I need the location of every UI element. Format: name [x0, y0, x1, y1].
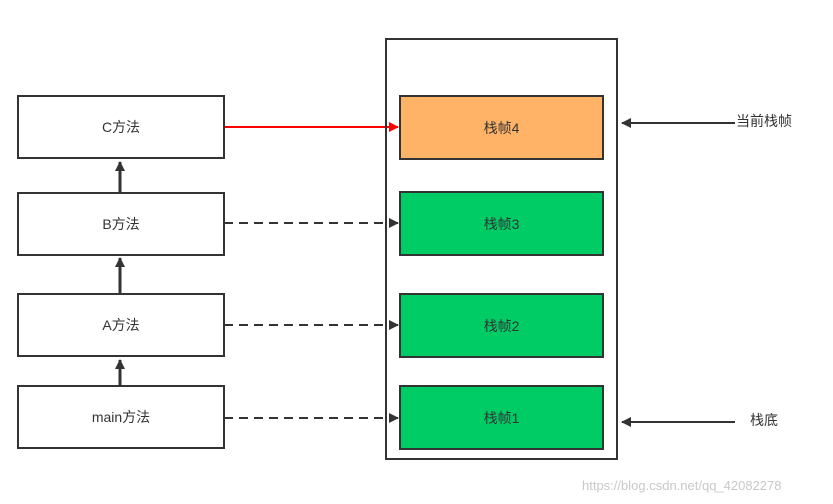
- method-box-c: C方法: [17, 95, 225, 159]
- method-label-a: A方法: [102, 317, 140, 333]
- method-box-b: B方法: [17, 192, 225, 256]
- method-label-main: main方法: [91, 409, 151, 425]
- stack-bottom-annotation: 栈底: [750, 412, 778, 428]
- watermark-text: https://blog.csdn.net/qq_42082278: [582, 478, 782, 493]
- stack-frame-label-3: 栈帧3: [483, 215, 520, 232]
- stack-container: [385, 38, 618, 460]
- stack-frame-3: 栈帧3: [399, 191, 604, 256]
- stack-frame-label-1: 栈帧1: [483, 409, 520, 426]
- current-frame-annotation: 当前栈帧: [736, 113, 792, 129]
- stack-frame-2: 栈帧2: [399, 293, 604, 358]
- method-box-main: main方法: [17, 385, 225, 449]
- stack-frame-1: 栈帧1: [399, 385, 604, 450]
- method-label-b: B方法: [102, 216, 140, 232]
- method-box-a: A方法: [17, 293, 225, 357]
- stack-frame-4: 栈帧4: [399, 95, 604, 160]
- method-label-c: C方法: [101, 119, 141, 135]
- stack-frame-label-4: 栈帧4: [483, 119, 520, 136]
- stack-frame-label-2: 栈帧2: [483, 317, 520, 334]
